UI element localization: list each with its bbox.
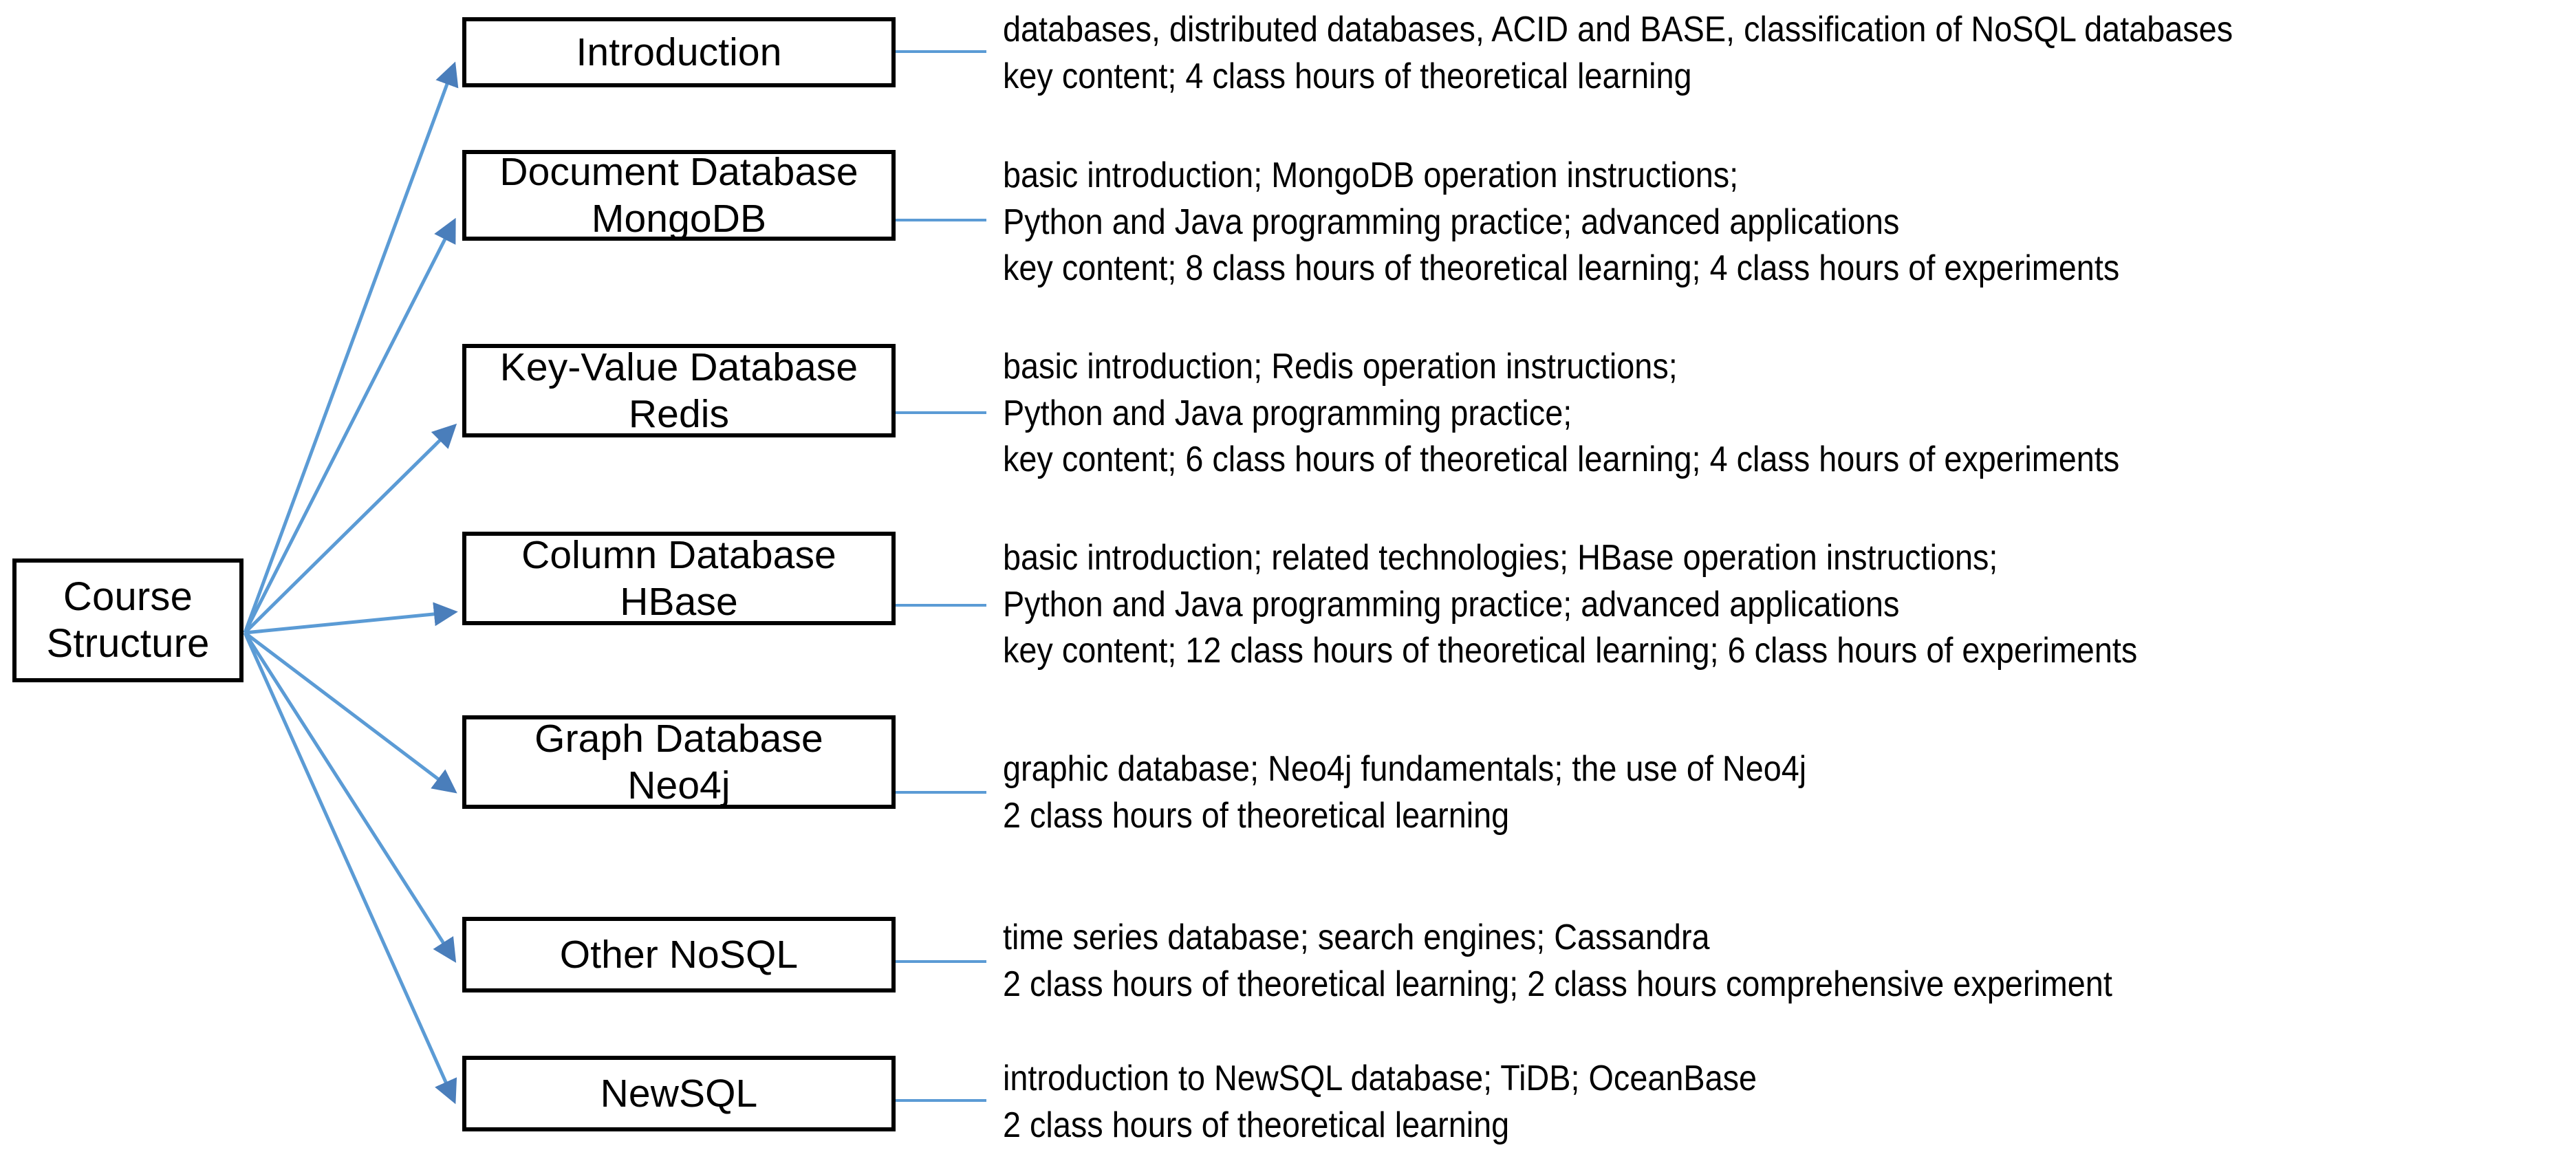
topic-node-label: Graph Database Neo4j bbox=[534, 716, 823, 807]
topic-node-document-database-mongodb[interactable]: Document Database MongoDB bbox=[462, 150, 896, 241]
topic-node-newsql[interactable]: NewSQL bbox=[462, 1056, 896, 1131]
detail-text-redis: basic introduction; Redis operation inst… bbox=[1003, 347, 2120, 480]
topic-node-label: Introduction bbox=[576, 30, 782, 74]
edge-to-neo4j bbox=[243, 631, 457, 794]
edge-to-redis bbox=[243, 423, 457, 634]
topic-node-label: Key-Value Database Redis bbox=[499, 345, 858, 436]
topic-node-label: NewSQL bbox=[600, 1071, 758, 1116]
topic-node-label: Document Database MongoDB bbox=[499, 149, 858, 241]
topic-node-other-nosql[interactable]: Other NoSQL bbox=[462, 917, 896, 992]
detail-text-hbase: basic introduction; related technologies… bbox=[1003, 538, 2138, 671]
detail-text-introduction: databases, distributed databases, ACID a… bbox=[1003, 10, 2233, 96]
detail-text-newsql: introduction to NewSQL database; TiDB; O… bbox=[1003, 1059, 1757, 1145]
root-node-label: Course Structure bbox=[46, 574, 210, 666]
detail-text-mongodb: basic introduction; MongoDB operation in… bbox=[1003, 155, 2120, 289]
topic-node-introduction[interactable]: Introduction bbox=[462, 17, 896, 87]
topic-node-graph-database-neo4j[interactable]: Graph Database Neo4j bbox=[462, 715, 896, 809]
edge-to-hbase bbox=[244, 602, 458, 635]
topic-node-column-database-hbase[interactable]: Column Database HBase bbox=[462, 532, 896, 625]
topic-node-key-value-database-redis[interactable]: Key-Value Database Redis bbox=[462, 344, 896, 437]
topic-node-label: Other NoSQL bbox=[559, 932, 799, 977]
detail-text-other-nosql: time series database; search engines; Ca… bbox=[1003, 918, 2112, 1004]
topic-node-label: Column Database HBase bbox=[521, 532, 836, 624]
edge-to-mongodb bbox=[243, 217, 456, 634]
edge-to-other-nosql bbox=[243, 631, 457, 963]
root-node-course-structure[interactable]: Course Structure bbox=[12, 558, 243, 682]
edge-to-newsql bbox=[243, 631, 457, 1105]
detail-text-neo4j: graphic database; Neo4j fundamentals; th… bbox=[1003, 749, 1807, 836]
edge-to-introduction bbox=[243, 61, 459, 633]
